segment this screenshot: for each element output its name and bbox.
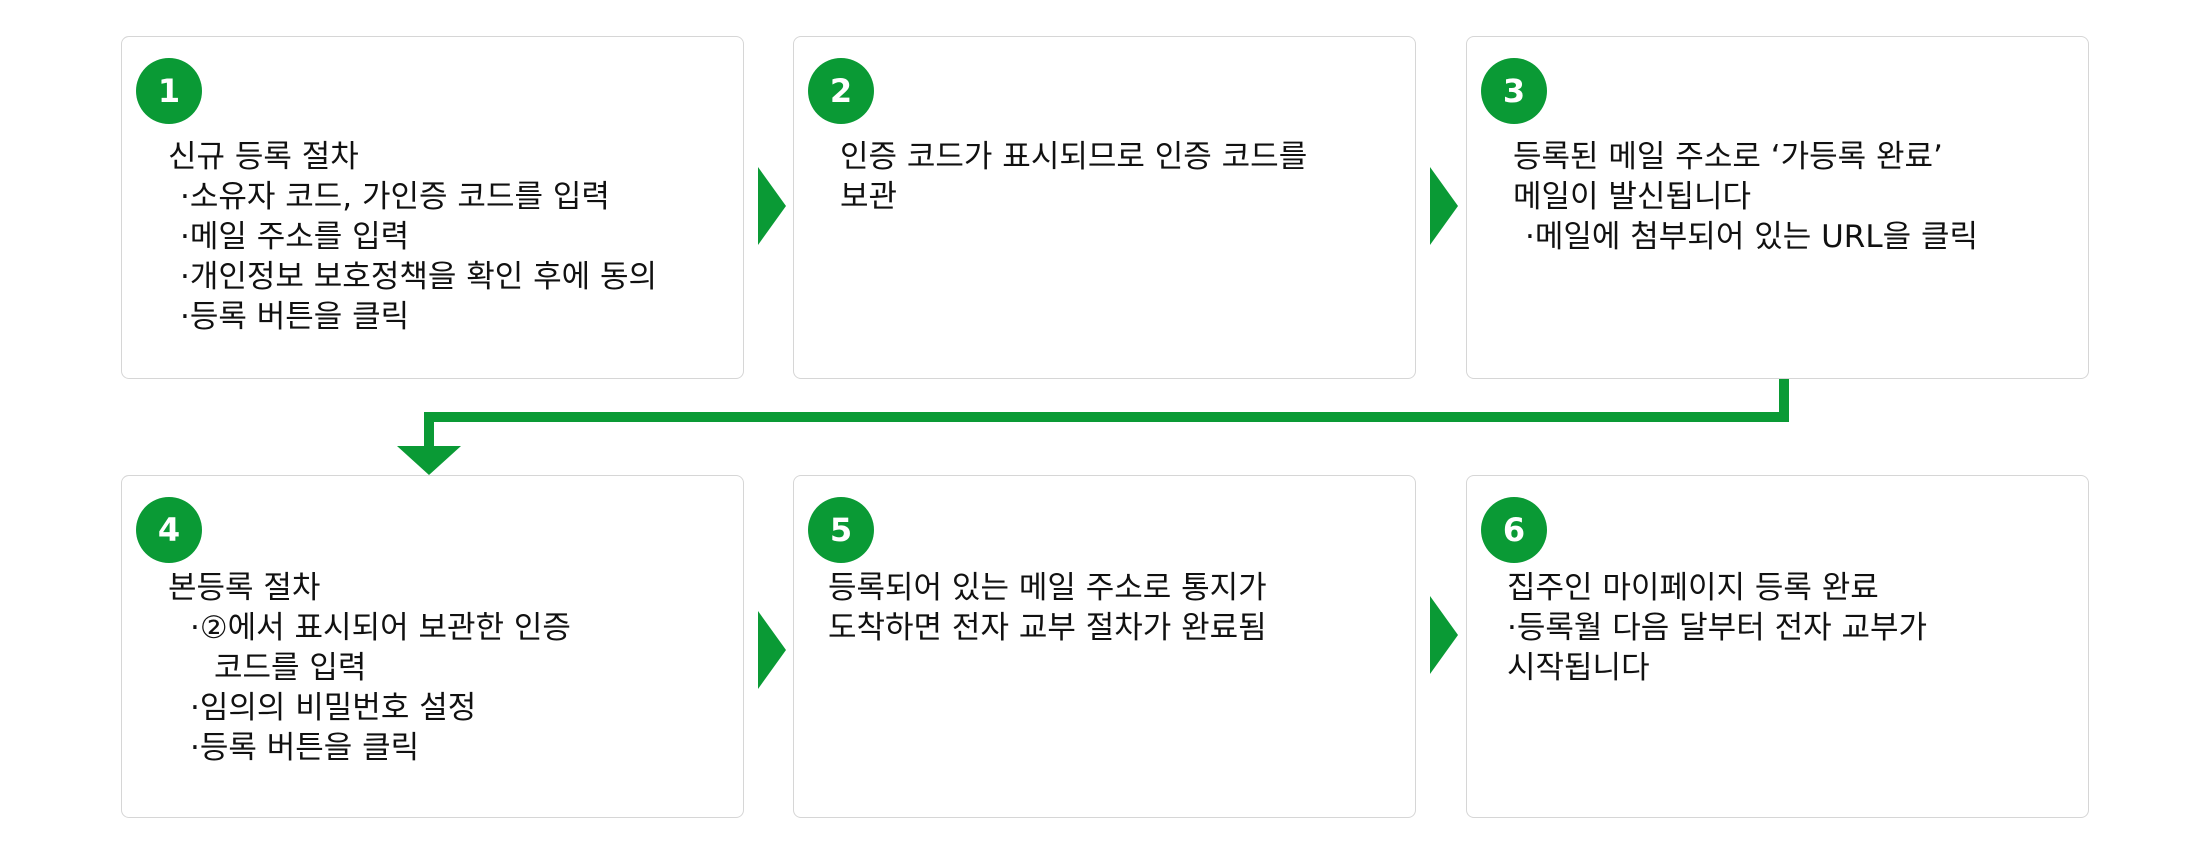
step-3-text: 등록된 메일 주소로 ‘가등록 완료’ 메일이 발신됩니다 ·메일에 첨부되어 … [1513, 137, 1978, 257]
step-number-badge: 4 [136, 497, 202, 563]
step-card-6: 6 집주인 마이페이지 등록 완료 ·등록월 다음 달부터 전자 교부가 시작됩… [1466, 475, 2089, 818]
step-card-4: 4 본등록 절차 ·②에서 표시되어 보관한 인증 코드를 입력 ·임의의 비밀… [121, 475, 744, 818]
next-step-arrow-icon [1430, 167, 1458, 245]
step-number-badge: 3 [1481, 58, 1547, 124]
step-card-2: 2 인증 코드가 표시되므로 인증 코드를 보관 [793, 36, 1416, 379]
step-1-item: ·등록 버튼을 클릭 [180, 299, 410, 335]
step-6-text: 집주인 마이페이지 등록 완료 ·등록월 다음 달부터 전자 교부가 시작됩니다 [1507, 568, 1927, 688]
next-step-arrow-icon [758, 611, 786, 689]
step-4-item: ·②에서 표시되어 보관한 인증 [190, 610, 571, 646]
next-step-arrow-icon [758, 167, 786, 245]
step-6-item: 시작됩니다 [1507, 650, 1650, 686]
step-2-line: 보관 [840, 179, 898, 215]
step-4-item: ·등록 버튼을 클릭 [190, 730, 420, 766]
step-card-5: 5 등록되어 있는 메일 주소로 통지가 도착하면 전자 교부 절차가 완료됨 [793, 475, 1416, 818]
step-3-line: 메일이 발신됩니다 [1513, 179, 1752, 215]
step-4-title: 본등록 절차 [168, 570, 321, 606]
step-1-item: ·메일 주소를 입력 [180, 219, 410, 255]
step-1-text: 신규 등록 절차 ·소유자 코드, 가인증 코드를 입력 ·메일 주소를 입력 … [168, 137, 657, 337]
step-6-item: ·등록월 다음 달부터 전자 교부가 [1507, 610, 1928, 646]
step-2-text: 인증 코드가 표시되므로 인증 코드를 보관 [840, 137, 1307, 217]
step-1-item: ·소유자 코드, 가인증 코드를 입력 [180, 179, 610, 215]
step-3-line: 등록된 메일 주소로 ‘가등록 완료’ [1513, 139, 1943, 175]
step-6-line: 집주인 마이페이지 등록 완료 [1507, 570, 1879, 606]
step-4-item: 코드를 입력 [214, 650, 367, 686]
step-card-3: 3 등록된 메일 주소로 ‘가등록 완료’ 메일이 발신됩니다 ·메일에 첨부되… [1466, 36, 2089, 379]
step-4-item: ·임의의 비밀번호 설정 [190, 690, 477, 726]
step-number-badge: 5 [808, 497, 874, 563]
next-step-arrow-icon [1430, 596, 1458, 674]
step-5-text: 등록되어 있는 메일 주소로 통지가 도착하면 전자 교부 절차가 완료됨 [828, 568, 1267, 648]
step-number-badge: 2 [808, 58, 874, 124]
step-number-badge: 1 [136, 58, 202, 124]
step-2-line: 인증 코드가 표시되므로 인증 코드를 [840, 139, 1308, 175]
step-4-text: 본등록 절차 ·②에서 표시되어 보관한 인증 코드를 입력 ·임의의 비밀번호… [168, 568, 571, 768]
step-1-item: ·개인정보 보호정책을 확인 후에 동의 [180, 259, 658, 295]
step-card-1: 1 신규 등록 절차 ·소유자 코드, 가인증 코드를 입력 ·메일 주소를 입… [121, 36, 744, 379]
connector-line [424, 379, 1789, 448]
arrow-down-icon [397, 446, 461, 475]
step-5-line: 도착하면 전자 교부 절차가 완료됨 [828, 610, 1267, 646]
step-number-badge: 6 [1481, 497, 1547, 563]
step-5-line: 등록되어 있는 메일 주소로 통지가 [828, 570, 1267, 606]
step-1-title: 신규 등록 절차 [168, 139, 359, 175]
step-3-item: ·메일에 첨부되어 있는 URL을 클릭 [1525, 219, 1979, 255]
